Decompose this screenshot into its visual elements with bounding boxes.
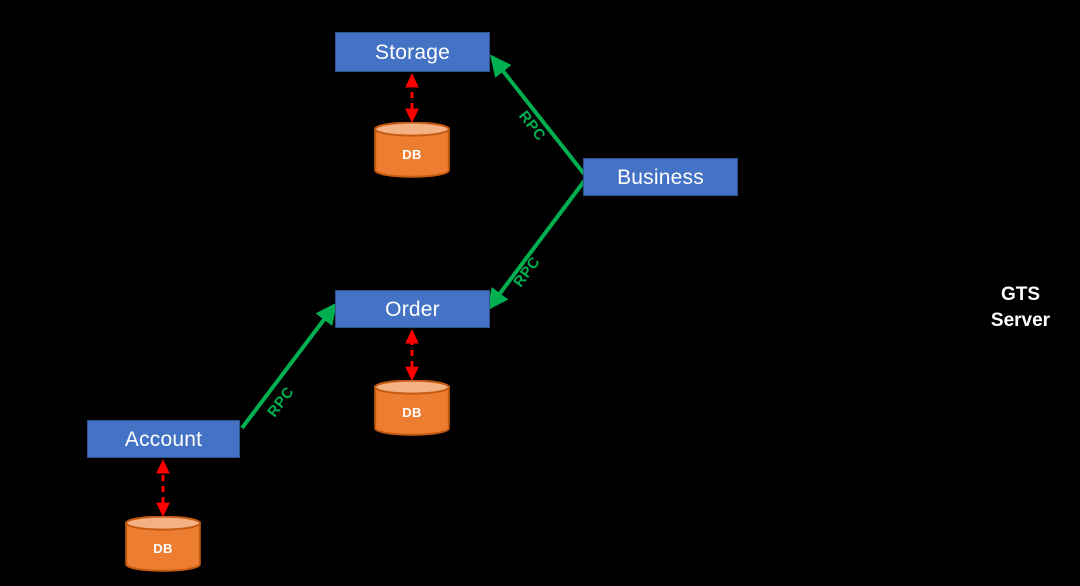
database-order-db[interactable]: DB — [374, 379, 450, 436]
rpc-line-business-to-order — [487, 178, 587, 311]
rpc-line-business-to-storage — [490, 54, 587, 177]
service-box-account[interactable]: Account — [87, 420, 240, 458]
rpc-lines-group — [240, 54, 587, 430]
service-box-order[interactable]: Order — [335, 290, 490, 328]
database-label-storage-db: DB — [402, 147, 422, 162]
cylinder-icon — [125, 515, 201, 572]
cylinder-icon — [374, 379, 450, 436]
service-box-storage[interactable]: Storage — [335, 32, 490, 72]
rpc-line-account-to-order — [240, 302, 337, 430]
rpc-label-account-to-order: RPC — [264, 383, 298, 421]
database-label-order-db: DB — [402, 405, 422, 420]
rpc-label-business-to-storage: RPC — [515, 107, 549, 145]
database-storage-db[interactable]: DB — [374, 121, 450, 178]
cylinder-icon — [374, 121, 450, 178]
database-account-db[interactable]: DB — [125, 515, 201, 572]
gts-server-line-1: GTS — [1000, 284, 1041, 305]
gts-server-line-2: Server — [990, 309, 1051, 331]
rpc-label-business-to-order: RPC — [510, 253, 544, 291]
database-label-account-db: DB — [153, 541, 173, 556]
service-box-business[interactable]: Business — [583, 158, 738, 196]
gts-server-title: GTS Server — [963, 282, 1078, 333]
